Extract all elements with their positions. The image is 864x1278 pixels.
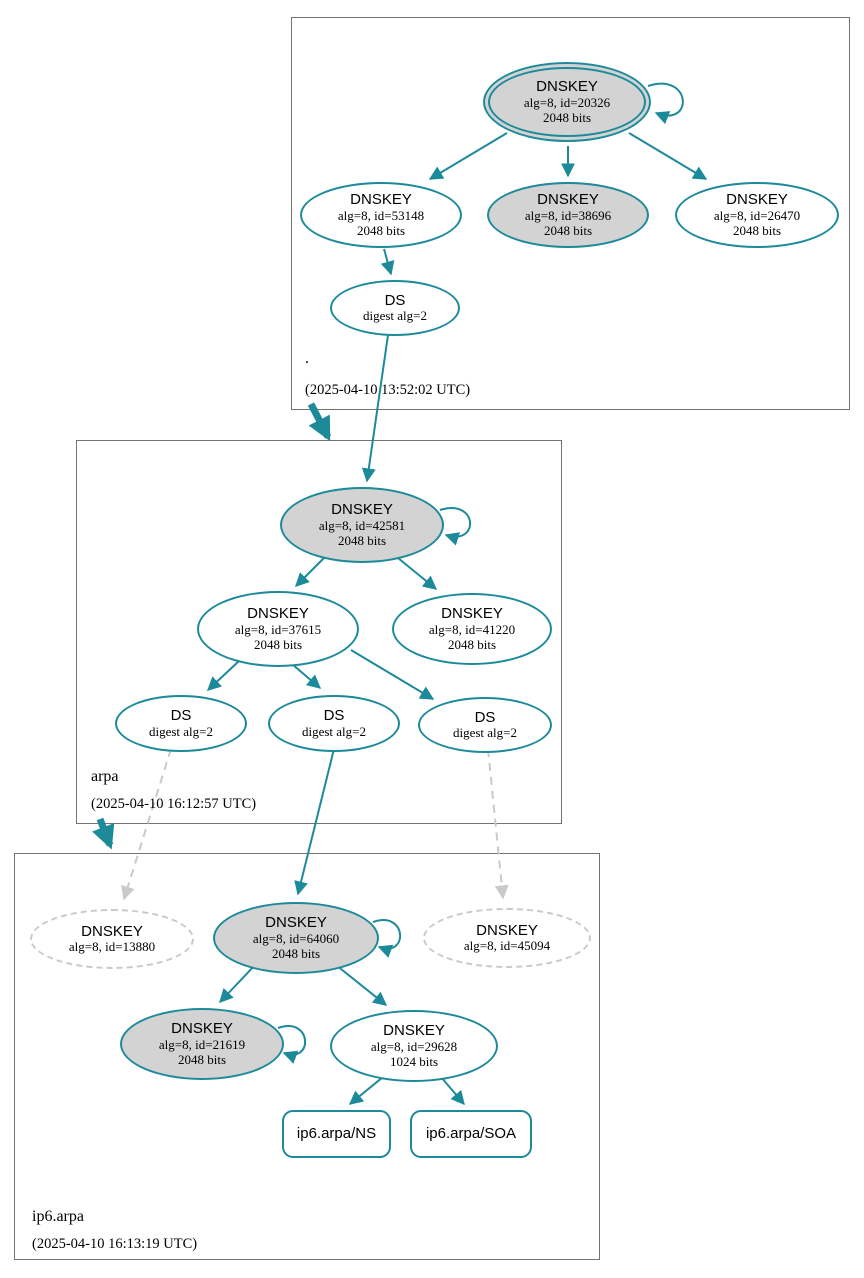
node-title: DNSKEY: [171, 1020, 233, 1038]
zone-label-ip6-arpa: ip6.arpa: [32, 1208, 84, 1225]
node-title: DNSKEY: [726, 191, 788, 209]
node-dnskey-64060-ksk[interactable]: DNSKEY alg=8, id=64060 2048 bits: [213, 902, 379, 974]
node-detail: alg=8, id=29628: [370, 1038, 458, 1054]
node-bits: 2048 bits: [732, 222, 782, 238]
node-title: DNSKEY: [537, 191, 599, 209]
node-ds-arpa-mid[interactable]: DS digest alg=2: [268, 695, 400, 752]
node-dnskey-20326-ksk[interactable]: DNSKEY alg=8, id=20326 2048 bits: [483, 62, 651, 142]
node-dnskey-53148[interactable]: DNSKEY alg=8, id=53148 2048 bits: [300, 182, 462, 248]
node-bits: 2048 bits: [356, 222, 406, 238]
zone-label-arpa: arpa: [91, 768, 119, 785]
node-dnskey-13880-missing[interactable]: DNSKEY alg=8, id=13880: [30, 909, 194, 969]
node-detail: digest alg=2: [148, 723, 214, 739]
node-detail: alg=8, id=37615: [234, 621, 322, 637]
node-dnskey-37615[interactable]: DNSKEY alg=8, id=37615 2048 bits: [197, 591, 359, 667]
node-title: DNSKEY: [247, 605, 309, 623]
zone-box-root: [291, 17, 850, 410]
node-dnskey-26470[interactable]: DNSKEY alg=8, id=26470 2048 bits: [675, 182, 839, 248]
node-title: DS: [323, 707, 345, 725]
zone-label-root: .: [305, 350, 309, 367]
node-bits: 2048 bits: [253, 636, 303, 652]
node-detail: alg=8, id=41220: [428, 621, 516, 637]
zone-timestamp-ip6-arpa: (2025-04-10 16:13:19 UTC): [32, 1236, 198, 1252]
node-title: DNSKEY: [265, 914, 327, 932]
node-dnskey-20326-inner: DNSKEY alg=8, id=20326 2048 bits: [488, 67, 646, 137]
node-ds-root[interactable]: DS digest alg=2: [330, 280, 460, 336]
node-dnskey-21619[interactable]: DNSKEY alg=8, id=21619 2048 bits: [120, 1008, 284, 1080]
rrset-label: ip6.arpa/NS: [296, 1125, 377, 1143]
node-bits: 2048 bits: [543, 222, 593, 238]
node-title: DS: [474, 708, 496, 726]
node-bits: 1024 bits: [389, 1053, 439, 1069]
node-bits: 2048 bits: [542, 109, 592, 125]
node-title: DNSKEY: [441, 605, 503, 623]
node-bits: 2048 bits: [447, 636, 497, 652]
node-detail: alg=8, id=42581: [318, 517, 406, 533]
node-ds-arpa-right[interactable]: DS digest alg=2: [418, 697, 552, 753]
node-detail: alg=8, id=45094: [463, 938, 551, 954]
node-dnskey-41220[interactable]: DNSKEY alg=8, id=41220 2048 bits: [392, 593, 552, 665]
node-detail: alg=8, id=53148: [337, 207, 425, 223]
rrset-label: ip6.arpa/SOA: [425, 1125, 517, 1143]
node-title: DS: [384, 291, 406, 309]
zone-timestamp-arpa: (2025-04-10 16:12:57 UTC): [91, 796, 257, 812]
node-bits: 2048 bits: [271, 945, 321, 961]
node-title: DNSKEY: [536, 78, 598, 96]
node-dnskey-45094-missing[interactable]: DNSKEY alg=8, id=45094: [423, 908, 591, 968]
node-detail: digest alg=2: [452, 725, 518, 741]
node-bits: 2048 bits: [337, 532, 387, 548]
node-title: DS: [170, 707, 192, 725]
node-title: DNSKEY: [383, 1022, 445, 1040]
node-dnskey-29628[interactable]: DNSKEY alg=8, id=29628 1024 bits: [330, 1010, 498, 1082]
node-detail: alg=8, id=64060: [252, 930, 340, 946]
node-title: DNSKEY: [476, 921, 538, 939]
node-dnskey-38696[interactable]: DNSKEY alg=8, id=38696 2048 bits: [487, 182, 649, 248]
node-detail: alg=8, id=21619: [158, 1036, 246, 1052]
node-detail: alg=8, id=26470: [713, 207, 801, 223]
node-rrset-ip6-arpa-ns[interactable]: ip6.arpa/NS: [282, 1110, 391, 1158]
node-dnskey-42581-ksk[interactable]: DNSKEY alg=8, id=42581 2048 bits: [280, 487, 444, 563]
node-title: DNSKEY: [350, 191, 412, 209]
node-detail: digest alg=2: [362, 308, 428, 324]
node-detail: digest alg=2: [301, 723, 367, 739]
node-detail: alg=8, id=13880: [68, 939, 156, 955]
node-ds-arpa-left[interactable]: DS digest alg=2: [115, 695, 247, 752]
node-title: DNSKEY: [81, 922, 143, 940]
node-detail: alg=8, id=38696: [524, 207, 612, 223]
node-detail: alg=8, id=20326: [523, 94, 611, 110]
node-title: DNSKEY: [331, 501, 393, 519]
zone-timestamp-root: (2025-04-10 13:52:02 UTC): [305, 382, 471, 398]
node-bits: 2048 bits: [177, 1051, 227, 1067]
node-rrset-ip6-arpa-soa[interactable]: ip6.arpa/SOA: [410, 1110, 532, 1158]
